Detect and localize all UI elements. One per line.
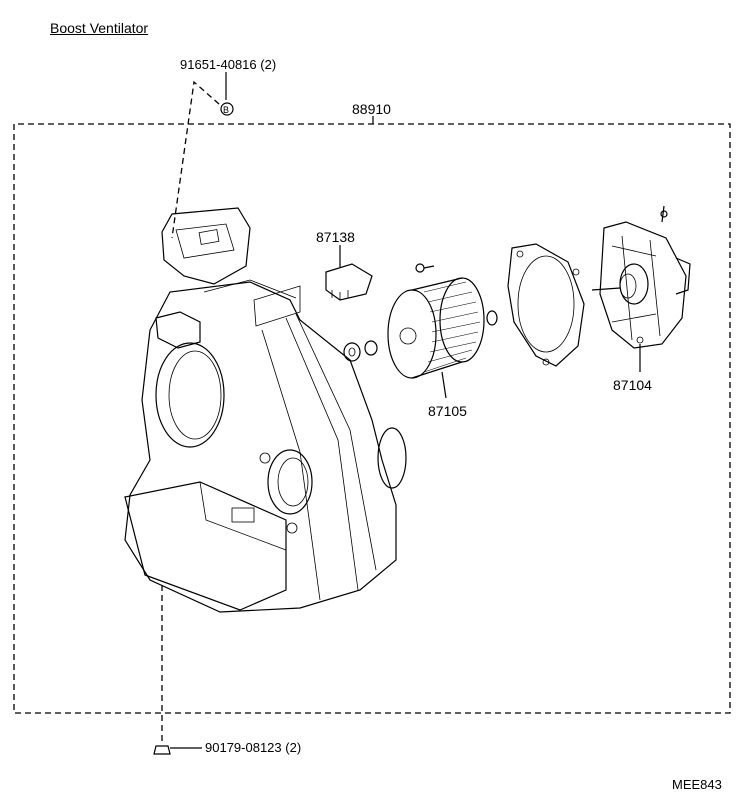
part-label-fan: 87105 (428, 403, 467, 419)
gasket-opening (517, 255, 575, 353)
fan-blades (423, 281, 481, 373)
fan-washer (486, 310, 498, 326)
blower-housing (124, 281, 397, 613)
fan-front-rim (387, 289, 437, 379)
motor-shaft (591, 287, 621, 291)
part-label-nut: 90179-08123 (2) (205, 740, 301, 756)
diagram-title: Boost Ventilator (50, 20, 149, 36)
part-label-screw: 91651-40816 (2) (180, 57, 276, 73)
resistor-screw-shank (423, 265, 435, 269)
figure-code: MEE843 (672, 777, 722, 792)
lower-case-clip (231, 507, 255, 523)
fan-bottom-edge (411, 361, 463, 379)
housing-seam-3 (295, 313, 377, 571)
housing-seam-2 (285, 317, 359, 591)
lower-case (124, 481, 287, 611)
part-label-assembly: 88910 (352, 101, 391, 117)
motor-screw (661, 205, 665, 223)
motor-body (619, 263, 649, 305)
lower-case-edge (199, 481, 287, 551)
side-opening (267, 449, 313, 515)
housing-boss-1 (259, 452, 271, 464)
housing-top-duct (253, 285, 301, 327)
motor-mount-hole (636, 336, 644, 344)
screw-dashed-leader (171, 80, 220, 239)
motor-gasket (507, 243, 585, 367)
motor-connector (675, 257, 691, 295)
washer-2 (364, 340, 378, 356)
part-number-screw: 91651-40816 (180, 57, 257, 72)
marker-b-text: B (223, 105, 229, 115)
fan-top-edge (411, 277, 463, 291)
bracket-inner (175, 223, 235, 259)
resistor-screw (415, 263, 425, 273)
fan-leader (441, 371, 447, 399)
part-label-resistor: 87138 (316, 229, 355, 245)
part-qty-screw: (2) (260, 57, 277, 72)
gasket-hole-1 (516, 250, 524, 258)
air-inlet-inner (168, 350, 222, 440)
motor-ribs (611, 235, 661, 341)
nut-icon (153, 745, 171, 755)
bracket-slot (198, 229, 220, 245)
duct-edge (203, 279, 297, 299)
air-inlet-ring (155, 342, 225, 448)
marker-b-circle (220, 102, 234, 116)
outlet-flange (377, 427, 407, 489)
fan-back-rim (439, 277, 485, 363)
side-clip (155, 311, 201, 349)
part-qty-nut: (2) (285, 740, 302, 755)
fan-hub (399, 327, 417, 345)
gasket-hole-3 (572, 268, 580, 276)
part-number-nut: 90179-08123 (205, 740, 282, 755)
assembly-boundary (13, 123, 731, 714)
washer-1-hole (348, 347, 356, 357)
resistor (325, 263, 373, 301)
washer-1 (343, 342, 361, 362)
motor-screw-head (660, 210, 668, 218)
side-opening-inner (277, 457, 309, 507)
gasket-hole-2 (542, 358, 550, 366)
mounting-bracket (161, 207, 251, 285)
part-label-motor: 87104 (613, 377, 652, 393)
blower-motor-plate (599, 221, 687, 349)
housing-boss-2 (286, 522, 298, 534)
housing-seam-1 (261, 329, 321, 601)
